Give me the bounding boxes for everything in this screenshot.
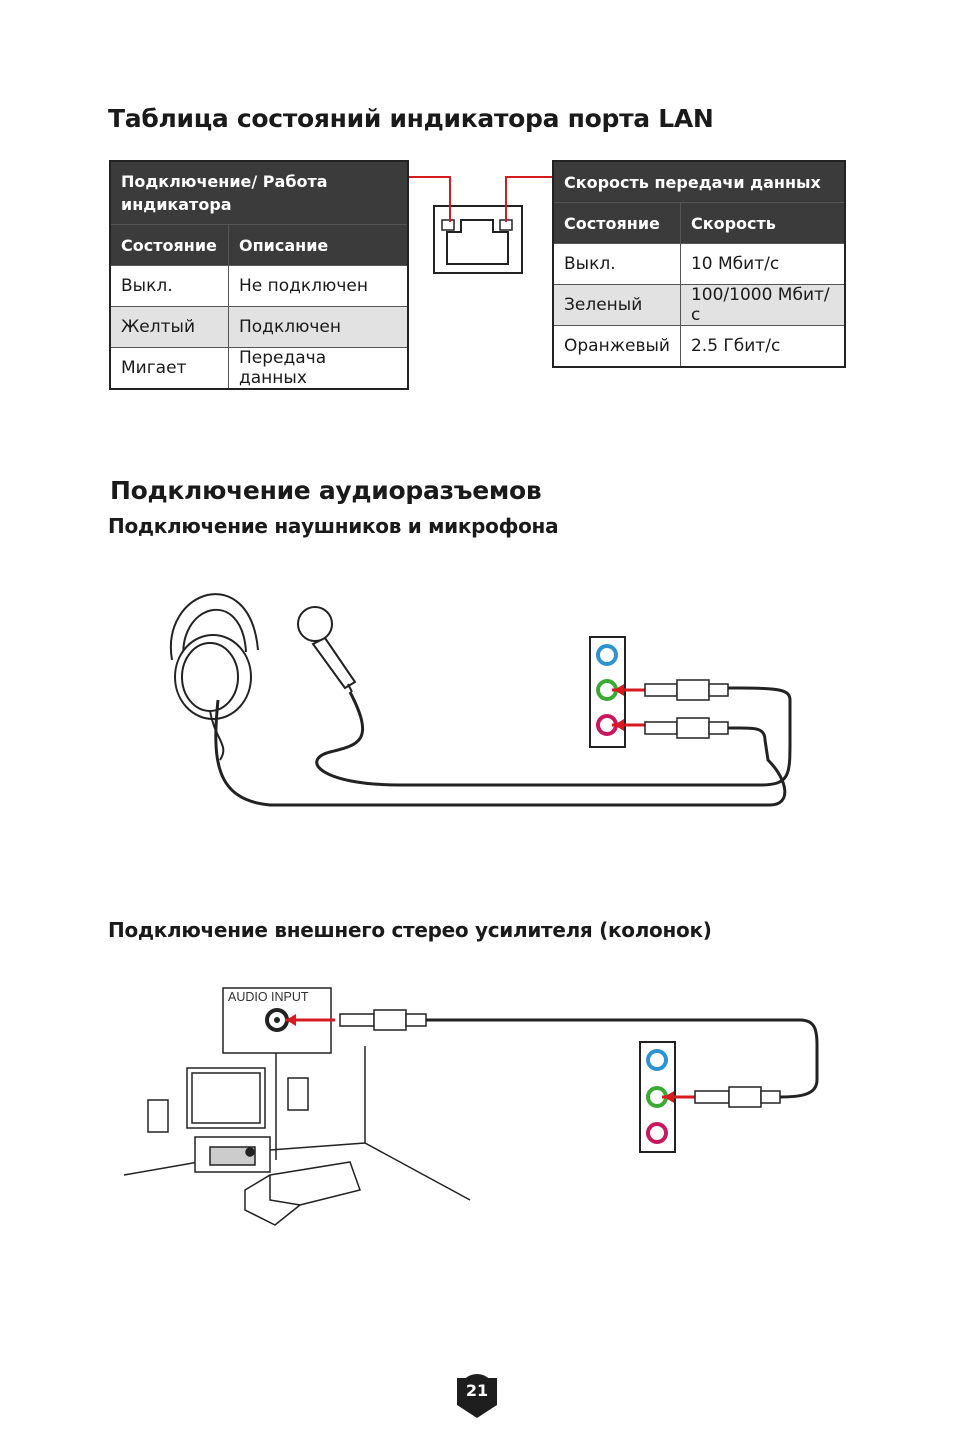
mic-in-jack-icon — [646, 1122, 668, 1144]
table-cell: Оранжевый — [552, 325, 681, 368]
audio-plug-green — [612, 679, 729, 701]
line-in-jack-icon — [596, 644, 618, 666]
audio-input-label: AUDIO INPUT — [228, 990, 309, 1004]
table-cell: Мигает — [109, 347, 229, 390]
audio-panel-bottom — [639, 1041, 676, 1153]
audio-plug-pink — [612, 717, 729, 739]
line-in-jack-icon — [646, 1049, 668, 1071]
headphones-cable — [214, 699, 787, 807]
table-cell: Подключен — [228, 306, 409, 348]
lan-port-icon — [409, 176, 552, 274]
table-cell: Выкл. — [109, 265, 229, 307]
table-row: Выкл. Не подключен — [109, 265, 409, 307]
page-number: 21 — [465, 1381, 489, 1400]
table-row: Оранжевый 2.5 Гбит/с — [552, 325, 846, 368]
table-cell: Не подключен — [228, 265, 409, 307]
table-cell: Желтый — [109, 306, 229, 348]
table-cell: Зеленый — [552, 284, 681, 326]
headphones-icon — [169, 593, 259, 761]
amplifier-cable — [426, 1018, 819, 1099]
living-room-icon — [123, 1046, 471, 1226]
column-header-state: Состояние — [552, 202, 681, 244]
column-header-description: Описание — [228, 224, 409, 266]
audio-input-plug — [285, 1009, 427, 1031]
led-right-pointer — [505, 176, 552, 222]
led-left-pointer — [409, 176, 451, 222]
table-cell: 10 Мбит/с — [679, 243, 846, 285]
table-row: Желтый Подключен — [109, 306, 409, 348]
table-row: Зеленый 100/1000 Мбит/с — [552, 284, 846, 326]
table-cell: 100/1000 Мбит/с — [679, 284, 846, 326]
lan-section-title: Таблица состояний индикатора порта LAN — [108, 104, 714, 133]
amplifier-subtitle: Подключение внешнего стерео усилителя (к… — [108, 918, 712, 942]
audio-section-title: Подключение аудиоразъемов — [110, 476, 542, 505]
table-cell: Передача данных — [228, 347, 409, 390]
table-cell: 2.5 Гбит/с — [679, 325, 846, 368]
microphone-icon — [297, 606, 357, 693]
lan-led-table: Подключение/ Работа индикатора Состояние… — [109, 160, 409, 390]
table-row: Выкл. 10 Мбит/с — [552, 243, 846, 285]
table-row: Мигает Передача данных — [109, 347, 409, 390]
page-badge-top — [459, 1374, 495, 1410]
lan-speed-table-header: Скорость передачи данных — [552, 160, 846, 203]
headphones-subtitle: Подключение наушников и микрофона — [108, 514, 559, 538]
lan-speed-table: Скорость передачи данных Состояние Скоро… — [552, 160, 846, 368]
column-header-speed: Скорость — [679, 202, 846, 244]
microphone-cable — [315, 686, 792, 787]
line-out-plug — [662, 1086, 781, 1108]
